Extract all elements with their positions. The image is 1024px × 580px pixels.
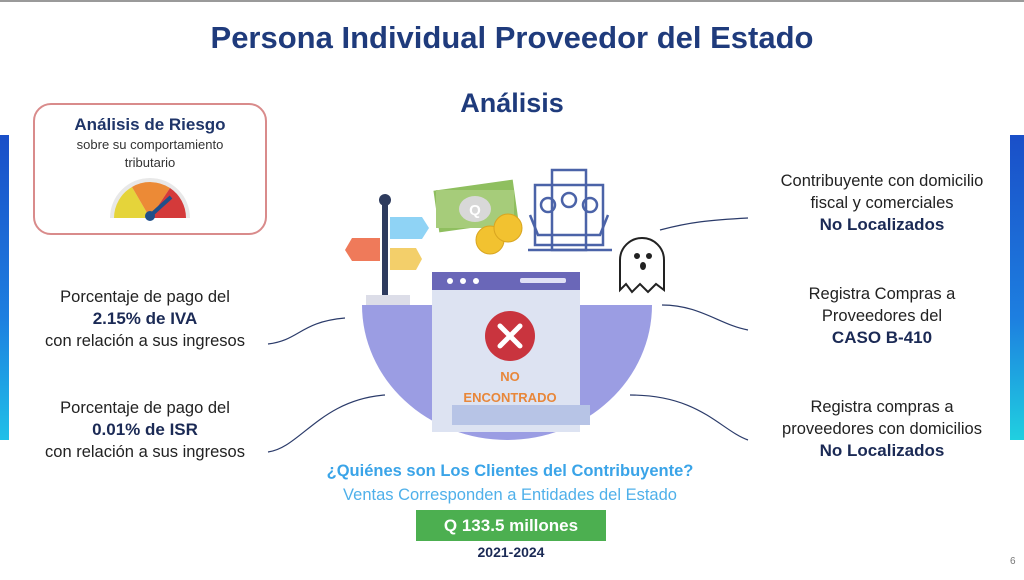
caso-value: CASO B-410 — [831, 328, 933, 347]
proveedores-item: Registra compras a proveedores con domic… — [752, 396, 1012, 462]
ghost-icon — [619, 237, 665, 294]
document-window — [432, 272, 590, 432]
sales-text: Ventas Corresponden a Entidades del Esta… — [343, 486, 677, 504]
domicilio-line2: fiscal y comerciales — [810, 194, 954, 212]
domicilio-status: No Localizados — [819, 215, 945, 234]
left-decor-bar — [0, 135, 9, 440]
caso-item: Registra Compras a Proveedores del CASO … — [752, 283, 1012, 349]
right-decor-bar — [1010, 135, 1024, 440]
signpost-icon — [345, 194, 429, 305]
domicilio-line1: Contribuyente con domicilio — [780, 172, 984, 190]
slide-title: Persona Individual Proveedor del Estado — [210, 20, 814, 55]
iva-item: Porcentaje de pago del 2.15% de IVA con … — [20, 286, 270, 352]
proveedores-status: No Localizados — [819, 441, 945, 460]
status-line1: NO — [500, 369, 520, 384]
isr-item: Porcentaje de pago del 0.01% de ISR con … — [20, 397, 270, 463]
caso-line1: Registra Compras a — [808, 285, 956, 303]
gauge-icon — [110, 178, 190, 221]
period-label: 2021-2024 — [477, 544, 545, 560]
amount-badge: Q 133.5 millones — [416, 510, 606, 541]
proveedores-line2: proveedores con domicilios — [782, 420, 982, 438]
iva-line1: Porcentaje de pago del — [60, 288, 230, 306]
risk-analysis-box: Análisis de Riesgo sobre su comportamien… — [33, 103, 267, 235]
isr-line1: Porcentaje de pago del — [60, 399, 230, 417]
iva-value: 2.15% de IVA — [92, 309, 198, 328]
top-border — [0, 0, 1024, 2]
caso-line2: Proveedores del — [821, 307, 943, 325]
central-illustration: Q — [345, 168, 665, 440]
risk-line2: tributario — [124, 155, 176, 170]
risk-line1: sobre su comportamiento — [76, 137, 224, 152]
isr-value: 0.01% de ISR — [92, 420, 198, 439]
page-number: 6 — [1010, 556, 1016, 567]
proveedores-line1: Registra compras a — [810, 398, 954, 416]
domicilio-item: Contribuyente con domicilio fiscal y com… — [752, 170, 1012, 236]
risk-heading: Análisis de Riesgo — [74, 115, 226, 134]
status-line2: ENCONTRADO — [463, 390, 557, 405]
clients-question: ¿Quiénes son Los Clientes del Contribuye… — [326, 462, 694, 480]
not-found-status: NO ENCONTRADO — [430, 366, 590, 408]
svg-text:Q: Q — [469, 202, 481, 219]
isr-line3: con relación a sus ingresos — [45, 443, 245, 461]
slide-subtitle: Análisis — [460, 88, 564, 118]
money-icon: Q — [433, 179, 523, 255]
organization-icon — [528, 168, 612, 252]
iva-line3: con relación a sus ingresos — [45, 332, 245, 350]
